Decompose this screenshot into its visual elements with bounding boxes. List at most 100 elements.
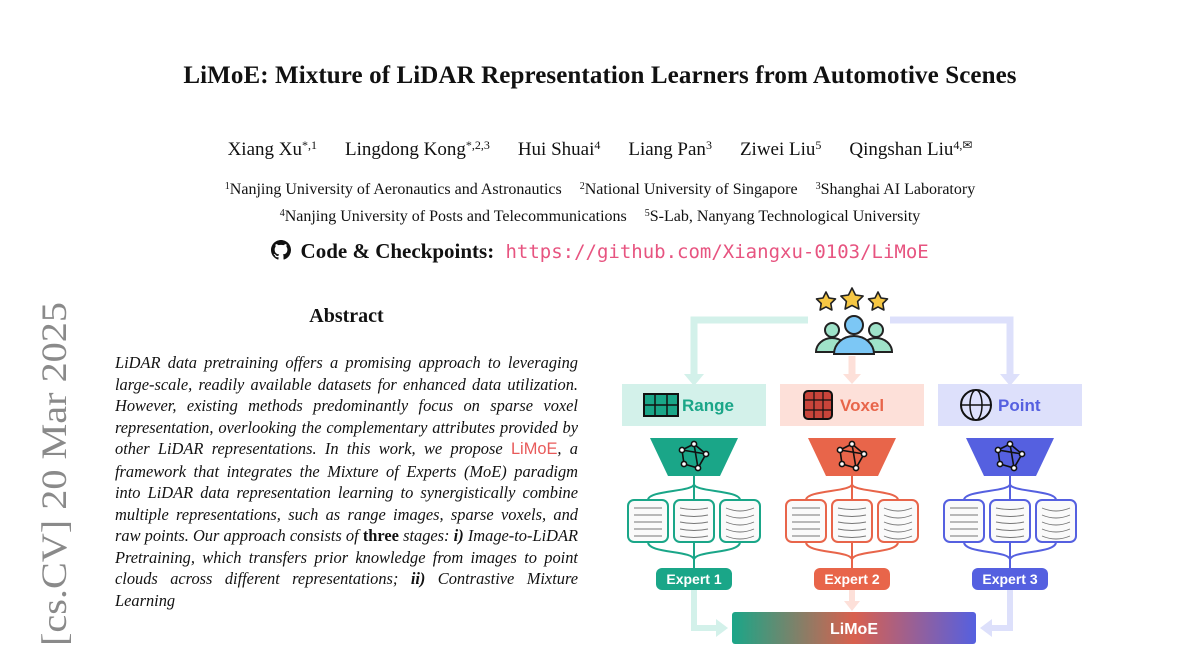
abstract-bold-three: three bbox=[362, 526, 399, 545]
abstract-bold-ii: ii) bbox=[410, 569, 426, 588]
merge-lines bbox=[647, 541, 741, 568]
affiliation-name: S-Lab, Nanyang Technological University bbox=[649, 208, 921, 225]
affiliation-name: National University of Singapore bbox=[584, 181, 798, 198]
abstract-text-3: stages: bbox=[398, 526, 454, 545]
affiliation: 2National University of Singapore bbox=[580, 181, 798, 198]
expert-pill bbox=[814, 568, 890, 590]
routing-lines bbox=[647, 476, 741, 501]
network-icon bbox=[836, 440, 868, 472]
feature-panel bbox=[877, 499, 919, 543]
limoe-output-bar bbox=[732, 612, 976, 644]
expert-label: Expert 2 bbox=[824, 571, 879, 587]
abstract-bold-i: i) bbox=[453, 526, 464, 545]
feedback-arrow-right-head bbox=[1000, 374, 1020, 386]
affiliations-line-1: 1Nanjing University of Aeronautics and A… bbox=[0, 181, 1200, 199]
author-list: Xiang Xu*,1 Lingdong Kong*,2,3 Hui Shuai4 L… bbox=[0, 139, 1200, 161]
encoder-trapezoid bbox=[808, 438, 896, 476]
representation-icon bbox=[803, 390, 833, 420]
expert-pill bbox=[972, 568, 1048, 590]
author-affiliation-mark: *,1 bbox=[301, 138, 317, 152]
star-icons bbox=[815, 287, 889, 311]
representation-icon bbox=[960, 389, 992, 421]
expert-pill bbox=[656, 568, 732, 590]
author-name: Qingshan Liu bbox=[849, 139, 954, 160]
affiliation: 3Shanghai AI Laboratory bbox=[816, 181, 976, 198]
affiliation-name: Nanjing University of Aeronautics and As… bbox=[229, 181, 562, 198]
author-name: Ziwei Liu bbox=[739, 139, 816, 160]
abstract-body: LiDAR data pretraining offers a promisin… bbox=[115, 352, 578, 648]
abstract-text-1: LiDAR data pretraining offers a promisin… bbox=[115, 353, 578, 458]
author-affiliation-mark: 5 bbox=[815, 138, 822, 152]
representation-label: Voxel bbox=[840, 396, 884, 415]
network-icon bbox=[994, 440, 1026, 472]
merge-lines bbox=[805, 541, 899, 568]
author: Qingshan Liu4,✉ bbox=[849, 139, 972, 160]
feedback-arrow-left-head bbox=[684, 374, 704, 386]
paper-title: LiMoE: Mixture of LiDAR Representation L… bbox=[183, 62, 1017, 89]
author-name: Liang Pan bbox=[628, 139, 706, 160]
star-icon bbox=[840, 287, 864, 310]
feature-panel bbox=[627, 499, 669, 543]
author-name: Hui Shuai bbox=[517, 139, 595, 160]
limoe-highlight: LiMoE bbox=[510, 440, 558, 458]
author-name: Xiang Xu bbox=[227, 139, 302, 160]
code-link[interactable]: https://github.com/Xiangxu-0103/LiMoE bbox=[505, 241, 929, 263]
affiliation: 5S-Lab, Nanyang Technological University bbox=[645, 208, 921, 225]
feature-panel bbox=[943, 499, 985, 543]
arxiv-stamp: [cs.CV] 20 Mar 2025 bbox=[30, 300, 76, 648]
author-affiliation-mark: 4,✉ bbox=[953, 138, 973, 152]
abstract-text-5: Contrastive Mixture Learning bbox=[115, 569, 578, 610]
affiliation-mark: 2 bbox=[579, 181, 585, 192]
people-icon bbox=[814, 315, 894, 355]
affiliation-mark: 3 bbox=[815, 181, 821, 192]
feature-panel bbox=[989, 499, 1031, 543]
expert-label: Expert 1 bbox=[666, 571, 721, 587]
affiliation-mark: 5 bbox=[644, 208, 650, 219]
star-icon bbox=[815, 291, 837, 311]
author: Ziwei Liu5 bbox=[740, 139, 821, 160]
affiliations-line-2: 4Nanjing University of Posts and Telecom… bbox=[0, 208, 1200, 226]
author: Liang Pan3 bbox=[628, 139, 712, 160]
encoder-trapezoid bbox=[650, 438, 738, 476]
arxiv-stamp-text: [cs.CV] 20 Mar 2025 bbox=[34, 302, 74, 646]
output-arrow-head bbox=[716, 619, 728, 637]
abstract-text-4: Image-to-LiDAR Pretraining, which transf… bbox=[115, 526, 578, 588]
affiliation: 1Nanjing University of Aeronautics and A… bbox=[225, 181, 562, 198]
author: Hui Shuai4 bbox=[518, 139, 601, 160]
feedback-arrow-left bbox=[690, 316, 808, 378]
author: Xiang Xu*,1 bbox=[228, 139, 317, 160]
feedback-arrow-center-head bbox=[843, 374, 861, 384]
output-arrow bbox=[988, 590, 1013, 631]
feature-panel bbox=[1035, 499, 1077, 543]
affiliation-name: Shanghai AI Laboratory bbox=[820, 181, 976, 198]
author: Lingdong Kong*,2,3 bbox=[345, 139, 490, 160]
code-label: Code & Checkpoints: bbox=[300, 239, 495, 263]
affiliation-mark: 4 bbox=[279, 208, 285, 219]
affiliation-name: Nanjing University of Posts and Telecomm… bbox=[284, 208, 627, 225]
github-icon bbox=[271, 240, 292, 266]
feedback-arrow-right bbox=[890, 316, 1014, 378]
routing-lines bbox=[805, 476, 899, 501]
limoe-output-label: LiMoE bbox=[830, 621, 878, 638]
feature-panel bbox=[785, 499, 827, 543]
representation-label: Range bbox=[682, 396, 734, 415]
author-name: Lingdong Kong bbox=[344, 139, 466, 160]
star-icon bbox=[867, 291, 889, 311]
representation-icon bbox=[643, 393, 679, 417]
abstract-text-2: , a framework that integrates the Mixtur… bbox=[115, 439, 578, 545]
feature-panel bbox=[719, 499, 761, 543]
abstract-heading: Abstract bbox=[309, 305, 384, 327]
encoder-trapezoid bbox=[966, 438, 1054, 476]
feature-panel bbox=[831, 499, 873, 543]
feature-panel bbox=[673, 499, 715, 543]
network-icon bbox=[678, 440, 710, 472]
output-arrow-head bbox=[844, 601, 860, 611]
code-line: Code & Checkpoints: https://github.com/X… bbox=[0, 239, 1200, 266]
author-affiliation-mark: *,2,3 bbox=[465, 138, 490, 152]
author-affiliation-mark: 3 bbox=[705, 138, 712, 152]
